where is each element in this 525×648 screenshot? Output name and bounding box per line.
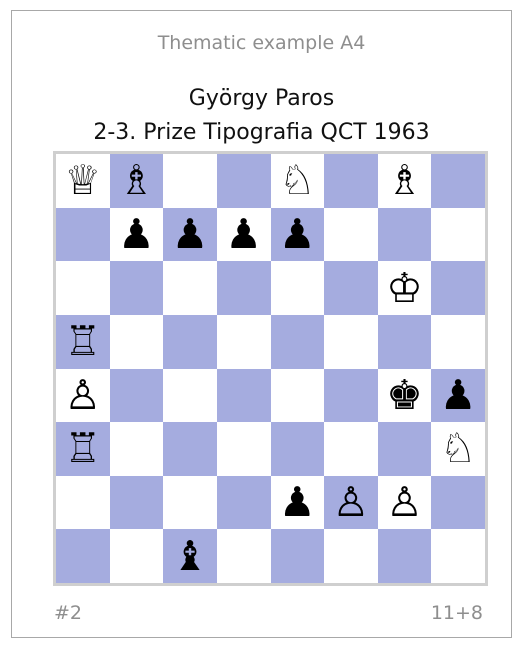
square-b6: [110, 261, 164, 315]
square-d5: [217, 315, 271, 369]
square-a6: [56, 261, 110, 315]
chess-piece: ♟: [225, 214, 262, 255]
square-h3: ♘: [431, 422, 485, 476]
square-e3: [271, 422, 325, 476]
square-d3: [217, 422, 271, 476]
square-b5: [110, 315, 164, 369]
chess-piece: ♙: [386, 482, 423, 523]
square-c7: ♟: [163, 208, 217, 262]
chess-piece: ♟: [172, 214, 209, 255]
square-f1: [324, 529, 378, 583]
square-h2: [431, 476, 485, 530]
square-g5: [378, 315, 432, 369]
square-f3: [324, 422, 378, 476]
square-g8: ♗: [378, 154, 432, 208]
square-f5: [324, 315, 378, 369]
square-d1: [217, 529, 271, 583]
square-b3: [110, 422, 164, 476]
square-b4: [110, 369, 164, 423]
chess-piece: ♘: [279, 160, 316, 201]
square-g1: [378, 529, 432, 583]
square-a4: ♙: [56, 369, 110, 423]
square-e8: ♘: [271, 154, 325, 208]
square-g7: [378, 208, 432, 262]
square-d4: [217, 369, 271, 423]
square-g2: ♙: [378, 476, 432, 530]
square-g3: [378, 422, 432, 476]
square-c5: [163, 315, 217, 369]
chess-piece: ♙: [64, 375, 101, 416]
square-h5: [431, 315, 485, 369]
square-d7: ♟: [217, 208, 271, 262]
square-e6: [271, 261, 325, 315]
chess-piece: ♟: [440, 375, 477, 416]
chess-piece: ♟: [279, 482, 316, 523]
square-d2: [217, 476, 271, 530]
square-h7: [431, 208, 485, 262]
square-a8: ♕: [56, 154, 110, 208]
chess-piece: ♙: [333, 482, 370, 523]
chess-piece: ♕: [64, 160, 101, 201]
square-h6: [431, 261, 485, 315]
square-a1: [56, 529, 110, 583]
square-e1: [271, 529, 325, 583]
problem-card: Thematic example A4 György Paros 2-3. Pr…: [11, 10, 512, 638]
piece-count: 11+8: [431, 601, 483, 625]
square-b1: [110, 529, 164, 583]
chess-piece: ♟: [279, 214, 316, 255]
square-a3: ♖: [56, 422, 110, 476]
chess-piece: ♘: [440, 428, 477, 469]
square-g4: ♚: [378, 369, 432, 423]
square-h1: [431, 529, 485, 583]
square-c2: [163, 476, 217, 530]
square-g6: ♔: [378, 261, 432, 315]
chess-piece: ♟: [118, 214, 155, 255]
square-d6: [217, 261, 271, 315]
diagram-caption: Thematic example A4: [12, 31, 511, 55]
square-a5: ♖: [56, 315, 110, 369]
square-c3: [163, 422, 217, 476]
chess-piece: ♚: [386, 375, 423, 416]
square-c4: [163, 369, 217, 423]
square-b8: ♗: [110, 154, 164, 208]
square-h4: ♟: [431, 369, 485, 423]
square-f2: ♙: [324, 476, 378, 530]
square-b2: [110, 476, 164, 530]
chess-piece: ♗: [118, 160, 155, 201]
square-c1: ♝: [163, 529, 217, 583]
chess-piece: ♖: [64, 321, 101, 362]
square-c6: [163, 261, 217, 315]
square-f8: [324, 154, 378, 208]
chess-piece: ♔: [386, 268, 423, 309]
square-h8: [431, 154, 485, 208]
problem-author: György Paros: [12, 85, 511, 113]
square-e7: ♟: [271, 208, 325, 262]
square-e5: [271, 315, 325, 369]
square-e2: ♟: [271, 476, 325, 530]
chess-board: ♕ ♗ ♘ ♗ ♟ ♟ ♟ ♟ ♔ ♖ ♙ ♚ ♟ ♖ ♘ ♟ ♙ ♙ ♝: [53, 151, 488, 586]
square-d8: [217, 154, 271, 208]
problem-source: 2-3. Prize Tipografia QCT 1963: [12, 119, 511, 147]
square-a7: [56, 208, 110, 262]
chess-piece: ♗: [386, 160, 423, 201]
square-f7: [324, 208, 378, 262]
square-e4: [271, 369, 325, 423]
square-f6: [324, 261, 378, 315]
square-a2: [56, 476, 110, 530]
chess-piece: ♖: [64, 428, 101, 469]
chess-piece: ♝: [172, 536, 209, 577]
square-c8: [163, 154, 217, 208]
square-b7: ♟: [110, 208, 164, 262]
stipulation: #2: [54, 601, 82, 625]
square-f4: [324, 369, 378, 423]
